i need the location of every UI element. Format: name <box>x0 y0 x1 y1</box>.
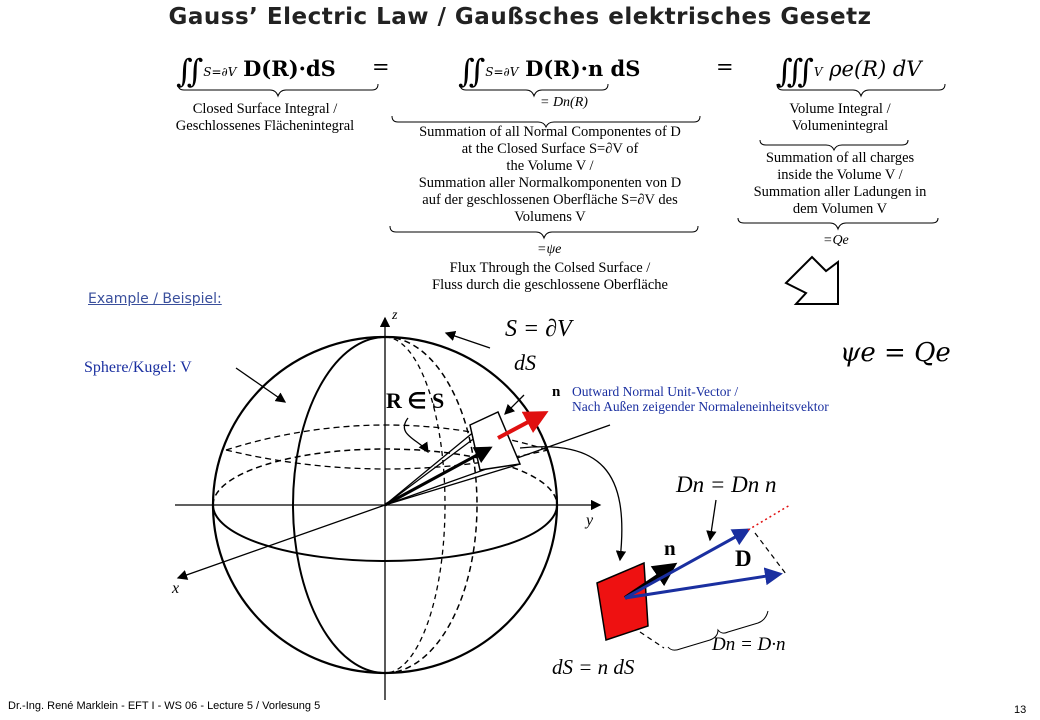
ds-vector-equation: dS = n dS <box>552 655 635 679</box>
x-axis-label: x <box>172 580 180 597</box>
x-axis <box>176 504 386 580</box>
sphere-label: Sphere/Kugel: V <box>84 359 192 376</box>
ds-label: dS <box>514 350 536 375</box>
zoom-arrow <box>519 446 627 562</box>
result-equation: ψe = Qe <box>840 338 951 368</box>
psi-equation: =ψe <box>537 242 562 257</box>
dn-equation: = Dn(R) <box>540 95 588 110</box>
projection-line <box>754 532 787 575</box>
dn-brace <box>667 610 769 651</box>
r-pointer <box>403 417 429 454</box>
d-vector <box>624 567 783 600</box>
r-vector <box>384 446 493 507</box>
dn-vector <box>624 528 751 600</box>
result-arrow-icon <box>784 255 839 305</box>
d-vector-label: D <box>735 546 752 571</box>
normal-vector-red <box>497 411 549 440</box>
equals-sign-2: = <box>716 55 734 79</box>
n-description: Outward Normal Unit-Vector /Nach Außen z… <box>572 384 829 414</box>
closed-surface-note: Closed Surface Integral /Geschlossenes F… <box>175 101 355 134</box>
equals-sign-1: = <box>372 55 390 79</box>
summation-normal-note: Summation of all Normal Componentes of D… <box>418 124 682 225</box>
dn-pointer <box>706 499 717 542</box>
mid-integral: ∬S=∂V D(R)·n dS <box>458 52 641 90</box>
axes <box>175 316 611 700</box>
page-number: 13 <box>1014 704 1027 716</box>
lhs-integral: ∬S=∂V D(R)·dS <box>176 52 336 90</box>
flux-note: Flux Through the Colsed Surface /Fluss d… <box>432 260 668 293</box>
footer-text: Dr.-Ing. René Marklein - EFT I - WS 06 -… <box>8 700 321 712</box>
example-label: Example / Beispiel: <box>88 291 222 307</box>
sphere-pointer <box>235 367 287 403</box>
y-axis-label: y <box>586 512 594 529</box>
dn-extension <box>747 504 791 531</box>
rhs-integral: ∭V ρe(R) dV <box>776 52 922 90</box>
page-title: Gauss’ Electric Law / Gaußsches elektris… <box>168 4 872 30</box>
zoom-patch <box>596 561 649 641</box>
underbraces <box>177 83 946 240</box>
ds-pointer <box>504 394 525 415</box>
dn-vector-equation: Dn = Dn n <box>676 472 777 497</box>
surface-pointer <box>444 331 491 349</box>
n-label: n <box>552 384 561 400</box>
surface-patch <box>469 410 522 471</box>
surface-label: S = ∂V <box>505 316 572 342</box>
volume-integral-note: Volume Integral /Volumenintegral <box>789 101 891 134</box>
r-label: R ∈ S <box>386 388 445 413</box>
z-axis-label: z <box>392 308 398 323</box>
q-equation: =Qe <box>823 233 849 248</box>
n-vector-label: n <box>664 536 676 560</box>
dn-scalar-equation: Dn = D·n <box>712 634 786 655</box>
